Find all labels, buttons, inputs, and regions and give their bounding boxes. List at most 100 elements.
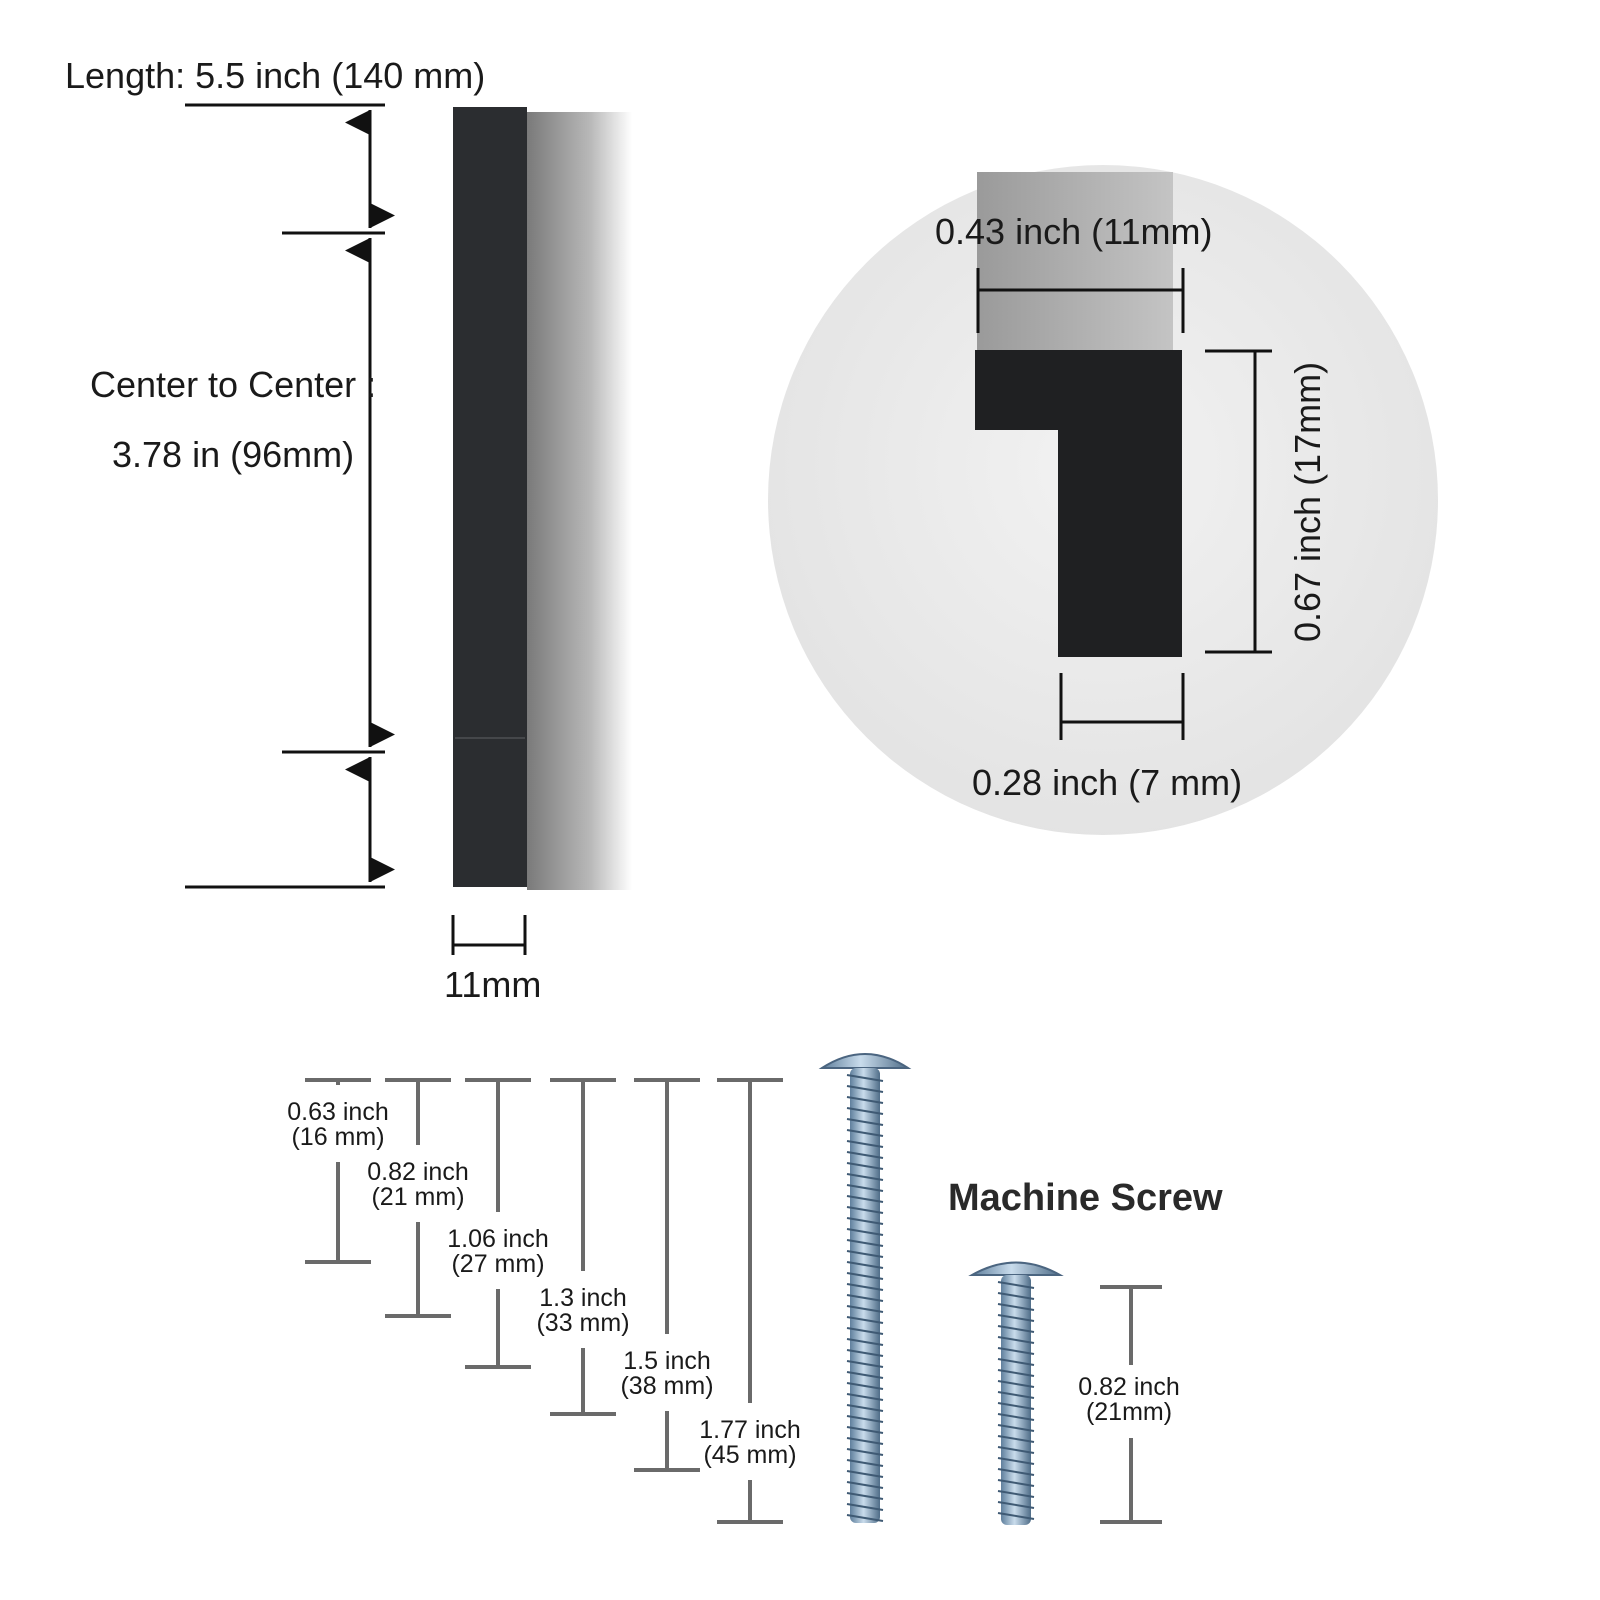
thread-line (997, 1303, 1035, 1311)
thread-line (846, 1470, 884, 1478)
screw-length-bracket: 1.77 inch(45 mm) (699, 1078, 801, 1524)
thread-line (846, 1206, 884, 1214)
thread-line (997, 1457, 1035, 1465)
thread-line (997, 1446, 1035, 1454)
profile-width-bracket (976, 268, 1185, 333)
handle-bar (453, 107, 527, 887)
profile-height-label: 0.67 inch (17mm) (1287, 362, 1328, 642)
thread-line (997, 1281, 1035, 1289)
thread-line (997, 1501, 1035, 1509)
thread-line (997, 1347, 1035, 1355)
thread-line (846, 1503, 884, 1511)
thread-line (997, 1490, 1035, 1498)
thread-line (846, 1173, 884, 1181)
screw-threads (846, 1074, 884, 1522)
thread-line (846, 1162, 884, 1170)
bracket-line (717, 1078, 783, 1524)
thread-line (846, 1261, 884, 1269)
screw-length-mm: (38 mm) (620, 1372, 713, 1400)
thread-line (997, 1391, 1035, 1399)
thread-line (846, 1217, 884, 1225)
screw-length-inch: 1.77 inch (699, 1416, 800, 1444)
center-to-center-label: Center to Center : (90, 364, 376, 405)
thread-line (846, 1437, 884, 1445)
thread-line (997, 1369, 1035, 1377)
thread-line (846, 1107, 884, 1115)
screw-length-mm: (27 mm) (451, 1250, 544, 1278)
bracket-line (550, 1078, 616, 1416)
screw-length-inch: 1.3 inch (539, 1284, 627, 1312)
screw-length-mm: (21 mm) (371, 1183, 464, 1211)
screw-length-scale: 0.63 inch(16 mm)0.82 inch(21 mm)1.06 inc… (287, 1078, 801, 1524)
screw-shaft (1001, 1275, 1031, 1525)
thread-line (846, 1283, 884, 1291)
short-screw-inch: 0.82 inch (1078, 1373, 1179, 1401)
thread-line (997, 1358, 1035, 1366)
thread-line (997, 1512, 1035, 1520)
thread-line (997, 1402, 1035, 1410)
thread-line (846, 1327, 884, 1335)
thread-line (846, 1129, 884, 1137)
short-screw (968, 1261, 1064, 1525)
center-to-center-value: 3.78 in (96mm) (112, 434, 354, 475)
screw-length-inch: 1.06 inch (447, 1225, 548, 1253)
thread-line (846, 1305, 884, 1313)
machine-screw-title: Machine Screw (948, 1177, 1223, 1219)
screw-length-inch: 0.82 inch (367, 1158, 468, 1186)
thread-line (997, 1380, 1035, 1388)
screw-length-bracket: 1.06 inch(27 mm) (447, 1078, 549, 1369)
thread-line (846, 1151, 884, 1159)
thread-line (846, 1360, 884, 1368)
thread-line (997, 1413, 1035, 1421)
thread-line (997, 1424, 1035, 1432)
thread-line (846, 1393, 884, 1401)
handle-profile-view: 0.43 inch (11mm) 0.67 inch (17mm) 0.28 i… (768, 165, 1438, 835)
short-screw-bracket (1100, 1285, 1162, 1524)
thread-line (846, 1085, 884, 1093)
thread-line (846, 1184, 884, 1192)
bracket-line (305, 1078, 371, 1264)
thread-line (846, 1294, 884, 1302)
screw-length-inch: 0.63 inch (287, 1098, 388, 1126)
width-bracket (451, 915, 527, 955)
bracket-line (465, 1078, 531, 1369)
thread-line (846, 1228, 884, 1236)
thread-line (846, 1316, 884, 1324)
handle-profile (975, 350, 1182, 657)
thread-line (997, 1314, 1035, 1322)
length-label: Length: 5.5 inch (140 mm) (65, 55, 485, 96)
screw-length-bracket: 0.82 inch(21 mm) (367, 1078, 469, 1318)
screw-length-mm: (33 mm) (536, 1309, 629, 1337)
thread-line (997, 1292, 1035, 1300)
thread-line (997, 1336, 1035, 1344)
profile-lip-bracket (1059, 673, 1185, 740)
screw-length-bracket: 0.63 inch(16 mm) (287, 1078, 389, 1264)
thread-line (846, 1140, 884, 1148)
thread-line (846, 1250, 884, 1258)
thread-line (846, 1349, 884, 1357)
thread-line (846, 1415, 884, 1423)
handle-top-surface (977, 172, 1173, 352)
thread-line (846, 1448, 884, 1456)
thread-line (846, 1404, 884, 1412)
screw-head (818, 1053, 912, 1069)
screw-length-mm: (45 mm) (703, 1441, 796, 1469)
profile-width-label: 0.43 inch (11mm) (935, 211, 1212, 252)
screw-length-inch: 1.5 inch (623, 1347, 711, 1375)
profile-lip-label: 0.28 inch (7 mm) (972, 762, 1242, 803)
thread-line (846, 1074, 884, 1082)
thread-line (846, 1382, 884, 1390)
thread-line (846, 1459, 884, 1467)
thread-line (846, 1371, 884, 1379)
thread-line (846, 1492, 884, 1500)
profile-height-bracket (1205, 349, 1272, 654)
screw-threads (997, 1281, 1035, 1520)
thread-line (997, 1468, 1035, 1476)
bracket-line (385, 1078, 451, 1318)
thread-line (846, 1481, 884, 1489)
screw-length-mm: (16 mm) (291, 1123, 384, 1151)
thread-line (846, 1514, 884, 1522)
thread-line (997, 1479, 1035, 1487)
width-label: 11mm (444, 964, 541, 1005)
